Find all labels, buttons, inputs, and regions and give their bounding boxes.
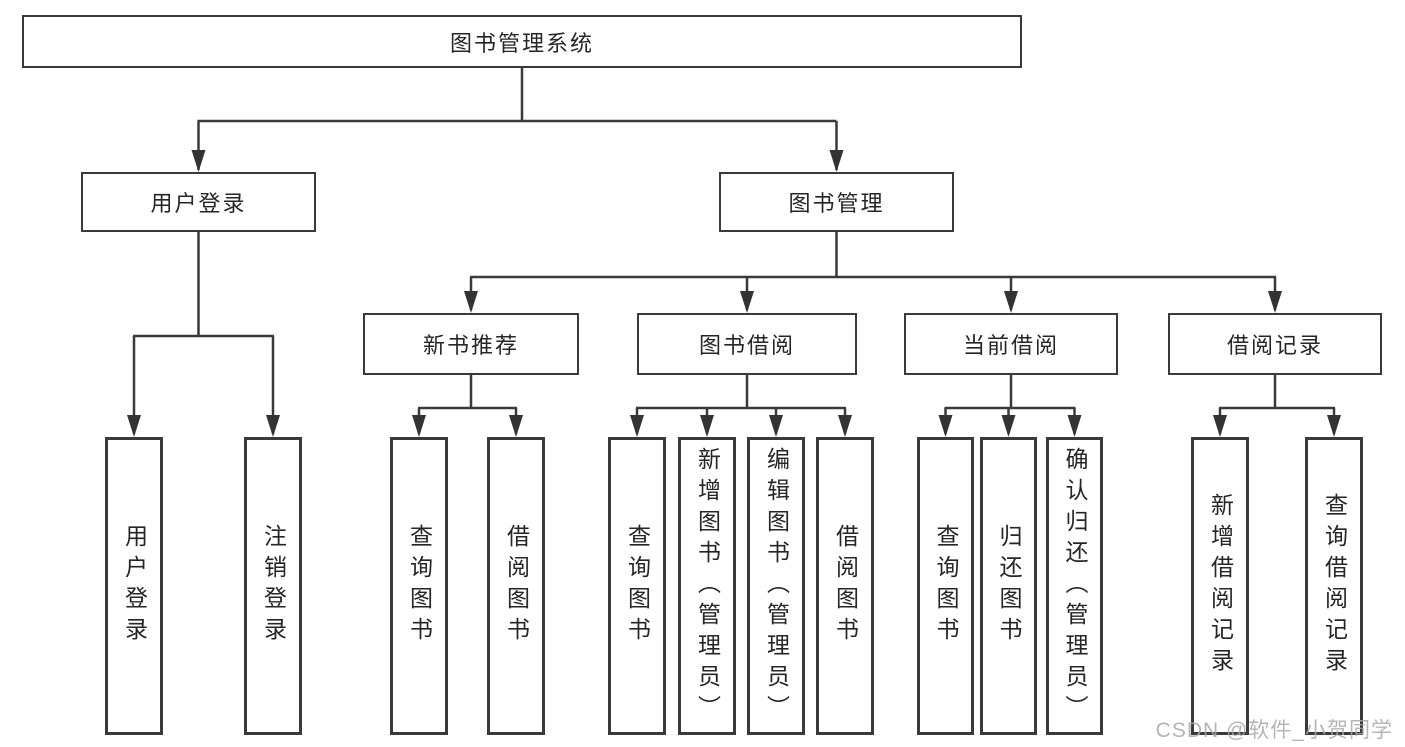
node-borrowing-records: 借阅记录	[1168, 313, 1382, 375]
leaf-logout: 注销登录	[244, 437, 302, 735]
node-label: 新增图书（管理员）	[694, 446, 721, 726]
node-label: 借阅记录	[1226, 333, 1323, 358]
leaf-records-query: 查询借阅记录	[1305, 437, 1363, 735]
leaf-borrow-edit-admin: 编辑图书（管理员）	[747, 437, 805, 735]
node-label: 查询图书	[933, 524, 959, 648]
node-label: 归还图书	[996, 524, 1022, 648]
node-book-borrowing: 图书借阅	[637, 313, 857, 375]
node-user-login: 用户登录	[81, 172, 316, 232]
connector-root-level2	[132, 68, 838, 434]
node-label: 新增借阅记录	[1207, 493, 1234, 679]
leaf-borrow-borrow: 借阅图书	[816, 437, 874, 735]
node-label: 图书管理系统	[449, 30, 594, 56]
node-label: 确认归还（管理员）	[1062, 446, 1088, 726]
node-label: 注销登录	[260, 524, 287, 648]
node-root: 图书管理系统	[22, 15, 1022, 68]
leaf-records-add: 新增借阅记录	[1191, 437, 1249, 735]
node-label: 当前借阅	[962, 333, 1059, 358]
leaf-borrow-query: 查询图书	[608, 437, 666, 735]
leaf-current-confirm-admin: 确认归还（管理员）	[1046, 437, 1103, 735]
node-label: 借阅图书	[503, 524, 530, 648]
node-book-management: 图书管理	[719, 172, 954, 232]
leaf-borrow-add-admin: 新增图书（管理员）	[678, 437, 736, 735]
node-label: 图书借阅	[698, 333, 795, 358]
node-label: 查询图书	[406, 524, 433, 648]
node-label: 查询借阅记录	[1321, 493, 1348, 679]
node-label: 借阅图书	[832, 524, 859, 648]
node-label: 用户登录	[121, 524, 148, 648]
watermark: CSDN @软件_小贺同学	[1155, 719, 1393, 742]
leaf-current-return: 归还图书	[980, 437, 1037, 735]
node-label: 编辑图书（管理员）	[763, 446, 790, 726]
leaf-user-login: 用户登录	[105, 437, 163, 735]
leaf-newbooks-query: 查询图书	[390, 437, 448, 735]
node-new-book-recommend: 新书推荐	[363, 313, 579, 375]
node-label: 用户登录	[150, 191, 247, 216]
leaf-newbooks-borrow: 借阅图书	[487, 437, 545, 735]
node-current-borrowing: 当前借阅	[904, 313, 1118, 375]
node-label: 查询图书	[624, 524, 651, 648]
connector-level3-leaves	[417, 375, 1336, 434]
node-label: 新书推荐	[422, 333, 519, 358]
connector-bookmgmt-level3	[469, 232, 1277, 310]
node-label: 图书管理	[788, 191, 885, 216]
leaf-current-query: 查询图书	[917, 437, 974, 735]
